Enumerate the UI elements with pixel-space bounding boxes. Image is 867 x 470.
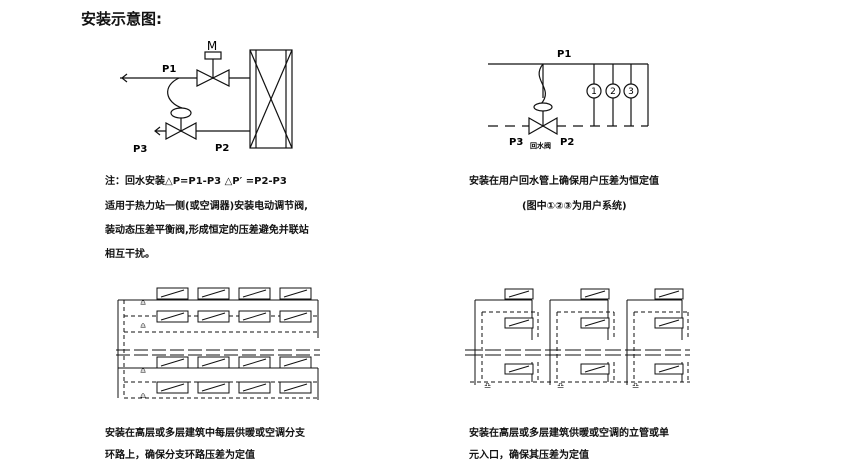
return-valve-label: 回水阀: [530, 141, 551, 150]
diagram3-caption-line-2: 环路上，确保分支环路压差为定值: [105, 450, 255, 461]
diagram1-caption-line-2: 适用于热力站一侧(或空调器)安装电动调节阀,: [105, 201, 308, 212]
diagram2-caption-line-2: (图中①②③为用户系统): [522, 201, 627, 212]
diagram1-caption-line-1: 注：回水安装△P=P1-P3 △P′ =P2-P3: [105, 176, 287, 187]
diagram3-caption-line-1: 安装在高层或多层建筑中每层供暖或空调分支: [105, 428, 305, 439]
p3-label: P3: [133, 144, 147, 155]
diagram1-caption-line-3: 装动态压差平衡阀,形成恒定的压差避免并联站: [105, 225, 309, 236]
p1-label-2: P1: [557, 49, 571, 60]
p1-label: P1: [162, 64, 176, 75]
svg-text:♎: ♎: [140, 367, 146, 375]
diagram4-caption-line-1: 安装在高层或多层建筑供暖或空调的立管或单: [469, 428, 669, 439]
svg-text:♎: ♎: [484, 381, 491, 390]
svg-text:♎: ♎: [140, 322, 146, 330]
user-system-2: 2: [610, 87, 616, 97]
motor-label: M: [207, 39, 217, 53]
svg-text:♎: ♎: [140, 299, 146, 307]
diagram1-caption-line-4: 相互干扰。: [105, 249, 155, 260]
user-system-1: 1: [591, 87, 597, 97]
diagram2-caption-line-1: 安装在用户回水管上确保用户压差为恒定值: [469, 176, 659, 187]
page-title: 安装示意图:: [81, 10, 162, 28]
user-system-3: 3: [628, 87, 634, 97]
svg-text:♎: ♎: [632, 381, 639, 390]
svg-text:♎: ♎: [557, 381, 564, 390]
svg-text:♎: ♎: [140, 392, 146, 400]
p2-label: P2: [215, 143, 229, 154]
diagram4-caption-line-2: 元入口，确保其压差为定值: [469, 450, 589, 461]
p3-label-2: P3: [509, 137, 523, 148]
p2-label-2: P2: [560, 137, 574, 148]
